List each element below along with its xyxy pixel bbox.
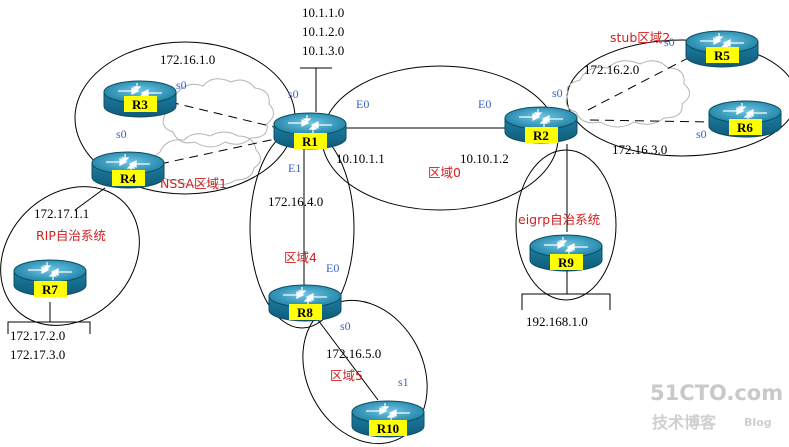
rip-boundary — [0, 186, 140, 326]
net-label: 172.16.5.0 — [326, 346, 381, 361]
bar-r9-net — [521, 293, 611, 310]
router-r3: R3 — [103, 80, 177, 118]
net-label: 172.17.1.1 — [34, 206, 89, 221]
area-label: 区域0 — [428, 165, 461, 180]
router-r9: R9 — [529, 234, 603, 272]
area-label: 区域5 — [330, 368, 363, 383]
router-r8: R8 — [268, 284, 342, 322]
interface-label: E0 — [356, 97, 369, 111]
link-r2-r5 — [587, 56, 691, 111]
net-label: 172.16.3.0 — [612, 142, 667, 157]
interface-label: E1 — [288, 161, 301, 175]
link-r1-r4 — [159, 137, 281, 165]
interface-label: s0 — [696, 127, 707, 141]
link-r1-r3 — [169, 101, 279, 129]
net-label: 172.16.4.0 — [268, 194, 323, 209]
router-label: R7 — [42, 282, 58, 297]
router-r10: R10 — [351, 400, 425, 438]
area-label: NSSA区域1 — [160, 176, 227, 191]
router-label: R10 — [377, 421, 399, 436]
interface-label: E0 — [326, 261, 339, 275]
router-label: R2 — [533, 128, 549, 143]
net-label: 10.1.2.0 — [302, 24, 344, 39]
link-r2-r6 — [589, 119, 709, 123]
area-label: 区域4 — [284, 250, 317, 265]
net-label: 172.16.1.0 — [160, 52, 215, 67]
watermark-subtitle: 技术博客 — [652, 413, 717, 432]
net-label: 10.1.3.0 — [302, 43, 344, 58]
cloud-r1-r3 — [162, 78, 274, 148]
interface-label: s0 — [340, 319, 351, 333]
net-label: 10.1.1.0 — [302, 5, 344, 20]
router-label: R5 — [714, 48, 730, 63]
net-label: 192.168.1.0 — [526, 314, 588, 329]
router-label: R1 — [302, 134, 318, 149]
router-label: R3 — [132, 97, 148, 112]
watermark-logo: 51CTO.com — [650, 381, 783, 405]
cloud-r2-r5 — [565, 60, 690, 128]
link-r4-r7 — [74, 187, 106, 211]
link-r8-r10 — [314, 315, 379, 401]
router-label: R9 — [558, 255, 574, 270]
interface-label: s0 — [116, 127, 127, 141]
area-label: RIP自治系统 — [36, 228, 106, 243]
router-r1: R1 — [273, 112, 347, 150]
net-label: 172.16.2.0 — [584, 62, 639, 77]
net-label: 172.17.2.0 — [10, 328, 65, 343]
net-label: 10.10.1.2 — [460, 151, 509, 166]
router-r7: R7 — [13, 259, 87, 297]
interface-label: s1 — [398, 375, 409, 389]
router-r6: R6 — [708, 100, 782, 138]
area-label: eigrp自治系统 — [518, 212, 600, 227]
router-r4: R4 — [91, 151, 165, 189]
router-r5: R5 — [685, 30, 759, 68]
router-label: R6 — [737, 120, 753, 135]
eigrp-boundary — [515, 149, 617, 301]
interface-label: E0 — [478, 97, 491, 111]
cloud-r1-r4 — [153, 131, 261, 186]
interface-label: s0 — [176, 78, 187, 92]
interface-label: s0 — [664, 35, 675, 49]
bar-r7-net — [7, 321, 91, 334]
router-label: R4 — [120, 171, 136, 186]
watermark-blog: Blog — [744, 416, 772, 429]
interface-label: s0 — [288, 87, 299, 101]
router-r2: R2 — [504, 106, 578, 144]
router-label: R8 — [297, 305, 313, 320]
net-label: 10.10.1.1 — [336, 151, 385, 166]
area-label: stub区域2 — [610, 30, 670, 45]
net-label: 172.17.3.0 — [10, 347, 65, 362]
interface-label: s0 — [552, 86, 563, 100]
